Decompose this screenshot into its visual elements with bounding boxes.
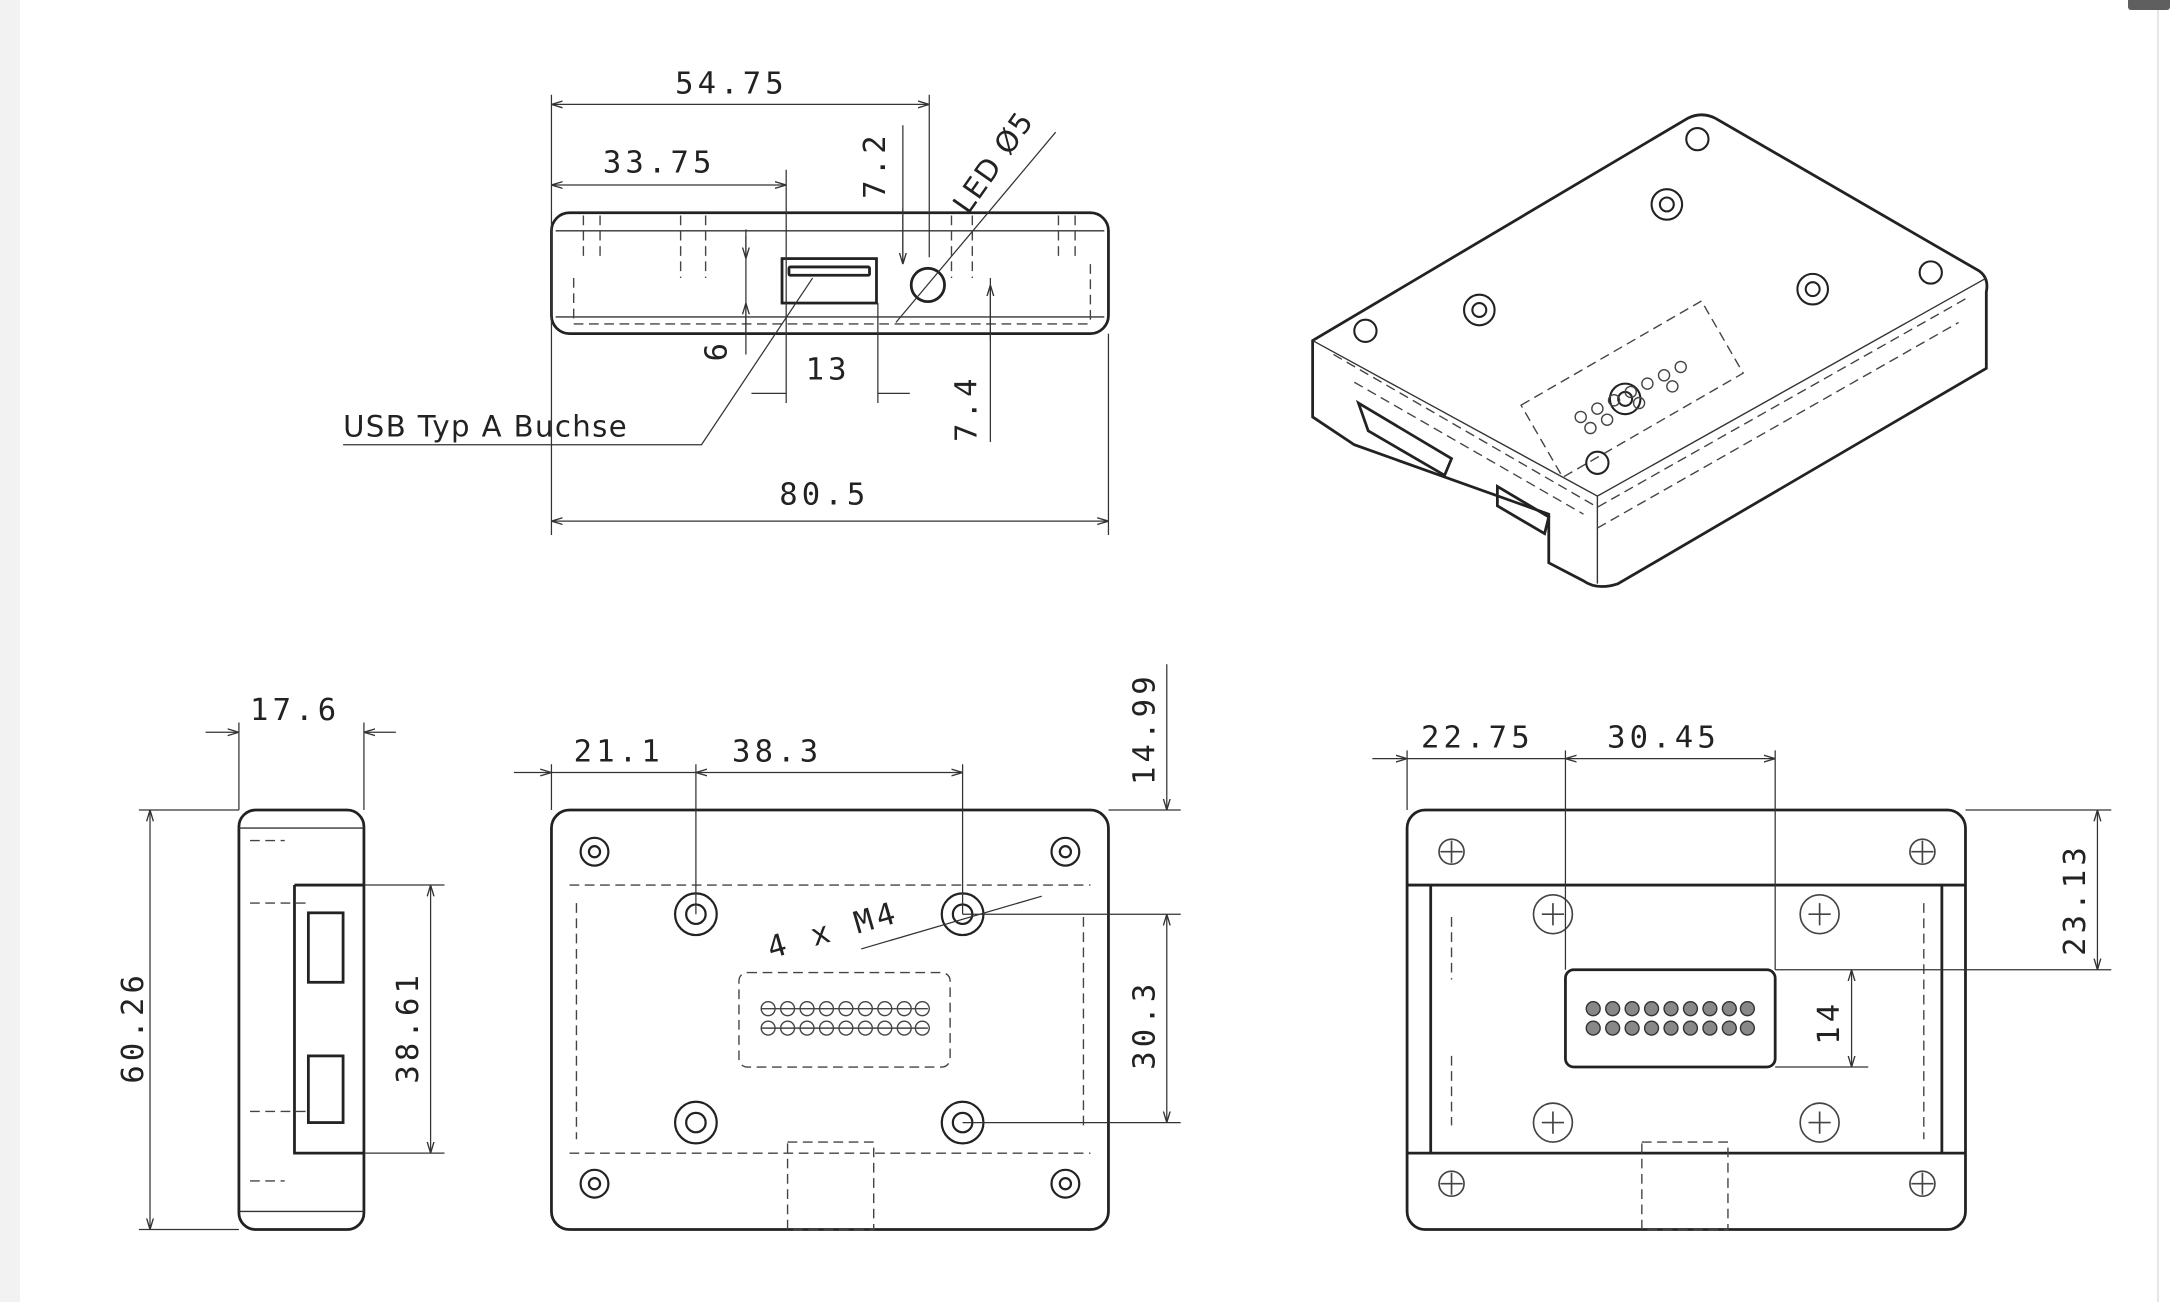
dim-30-45: 30.45 (1607, 721, 1720, 756)
top-view: 21.1 38.3 14.99 30.3 4 x M4 (513, 664, 1181, 1231)
dim-60-26: 60.26 (116, 971, 151, 1084)
led-label: LED Ø5 (946, 105, 1041, 220)
dim-13: 13 (806, 352, 851, 387)
dim-22-75: 22.75 (1421, 721, 1534, 756)
dim-38-3: 38.3 (732, 734, 822, 769)
left-margin-strip (0, 0, 20, 1302)
dim-7-2: 7.2 (858, 131, 893, 199)
right-border (2157, 0, 2159, 1302)
side-view: 17.6 60.26 38.61 (116, 693, 445, 1231)
usb-port (780, 257, 878, 305)
dim-80-5: 80.5 (779, 477, 869, 512)
corner-button[interactable] (2128, 0, 2170, 10)
dim-17-6: 17.6 (250, 693, 340, 728)
dim-30-3: 30.3 (1127, 980, 1162, 1070)
dim-33-75: 33.75 (603, 145, 716, 180)
front-view: 54.75 33.75 80.5 13 7.2 7.4 6 LED Ø5 USB… (343, 66, 1110, 536)
dim-6: 6 (699, 339, 734, 362)
hole-label: 4 x M4 (763, 895, 903, 966)
bottom-view: 22.75 30.45 23.13 14 (1372, 721, 2112, 1231)
dim-21-1: 21.1 (574, 734, 664, 769)
led-hole (909, 266, 946, 304)
isometric-view (1311, 113, 1989, 588)
dim-38-61: 38.61 (391, 971, 426, 1084)
dim-14: 14 (1812, 1000, 1847, 1045)
dim-23-13: 23.13 (2058, 843, 2093, 956)
dim-7-4: 7.4 (949, 374, 984, 442)
usb-label: USB Typ A Buchse (343, 409, 628, 443)
dim-14-99: 14.99 (1127, 672, 1162, 785)
dim-54-75: 54.75 (675, 66, 788, 101)
